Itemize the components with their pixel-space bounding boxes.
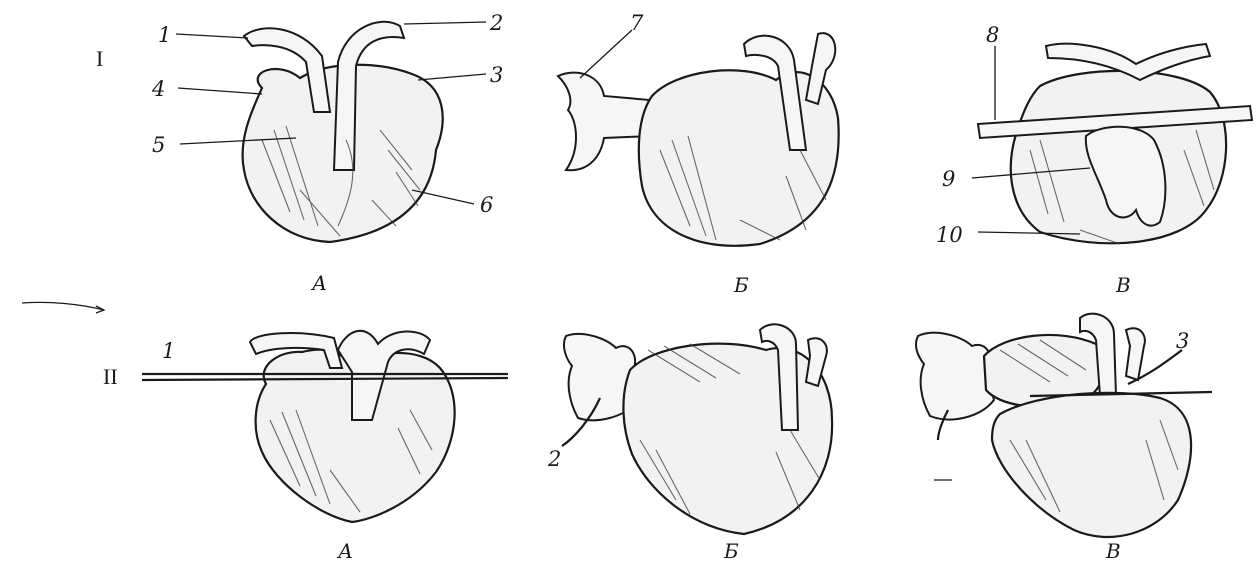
caption-2c: В (1105, 539, 1121, 563)
heart-2c-atrium-stub (916, 333, 994, 420)
stray-arrow-mark (22, 302, 104, 310)
heart-2c (916, 314, 1212, 537)
callout-6: 6 (480, 193, 493, 217)
caption-1a: А (310, 271, 327, 295)
leader-3 (418, 74, 486, 80)
leader-1 (176, 34, 248, 38)
callout-7: 7 (630, 11, 644, 35)
heart-1a (243, 22, 443, 242)
ligature-thread-1b (142, 378, 508, 380)
leader-4 (178, 88, 262, 94)
callout-2: 2 (489, 11, 503, 35)
heart-2b (562, 324, 832, 534)
caption-2b: Б (723, 539, 739, 563)
callout-3: 3 (490, 63, 503, 87)
heart-1c (978, 44, 1252, 244)
heart-2a (250, 331, 455, 522)
callout-9: 9 (942, 167, 955, 191)
callout-8: 8 (986, 23, 999, 47)
heart-1b (558, 33, 839, 246)
heart-1b-vessel-right (806, 33, 835, 104)
callout-4: 4 (151, 77, 165, 101)
heart-2c-ventricle (992, 393, 1191, 537)
heart-2c-vessel-right (1126, 328, 1145, 380)
callout-1: 1 (158, 23, 171, 47)
callout-10: 10 (936, 223, 963, 247)
row-label-i: I (96, 46, 103, 71)
caption-2a: А (336, 539, 353, 563)
caption-1b: Б (733, 273, 749, 297)
heart-2b-body (623, 344, 832, 534)
callout-ii-1: 1 (162, 339, 175, 363)
row-label-ii: II (103, 364, 118, 389)
callout-ii-3: 3 (1176, 329, 1189, 353)
caption-1c: В (1115, 273, 1131, 297)
callout-ii-2: 2 (547, 447, 561, 471)
callout-5: 5 (152, 133, 165, 157)
leader-2 (404, 22, 486, 24)
leader-7 (580, 30, 632, 78)
